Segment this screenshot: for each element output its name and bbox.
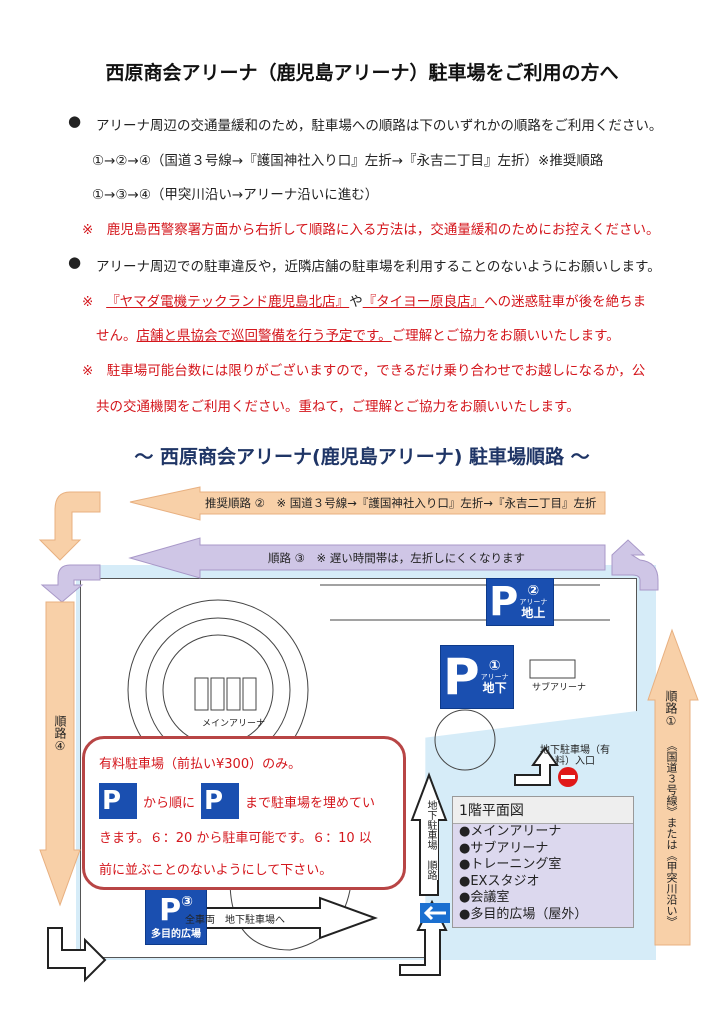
p-small: アリーナ <box>519 598 548 607</box>
t: ご理解とご協力をお願いいたします。 <box>391 328 620 344</box>
p1-mini-icon: P <box>99 783 137 819</box>
p-letter: P <box>489 579 519 625</box>
store-1: 『ヤマダ電機テックランド鹿児島北店』 <box>106 294 350 310</box>
warning-stores: ※ 『ヤマダ電機テックランド鹿児島北店』や『タイヨー原良店』への迷惑駐車が後を絶… <box>82 290 646 310</box>
p-label: 多目的広場 <box>151 928 201 940</box>
route-1-label: 順路① <box>664 690 678 728</box>
p-small: アリーナ <box>480 673 509 682</box>
p-letter: P <box>159 892 182 928</box>
route-arrows <box>38 486 699 983</box>
mark: ※ <box>82 294 94 310</box>
map-subtitle: ～ 西原商会アリーナ(鹿児島アリーナ) 駐車場順路 ～ <box>134 446 590 468</box>
floor-legend: 1階平面図 ●メインアリーナ ●サブアリーナ ●トレーニング室 ●EXスタジオ … <box>452 796 634 928</box>
bullet2-text: アリーナ周辺での駐車違反や，近隣店舗の駐車場を利用することのないようにお願いしま… <box>96 259 661 275</box>
warning-capacity-2: 共の交通機関をご利用ください。重ねて，ご理解とご協力をお願いいたします。 <box>96 399 580 415</box>
route-1-desc: 《国道３号線》または《甲突川沿い》 <box>665 740 678 927</box>
legend-item: ●多目的広場（屋外） <box>459 906 588 922</box>
arrow-route-4 <box>39 601 81 907</box>
p-info: ② アリーナ 地上 <box>519 582 548 620</box>
legend-item: ●会議室 <box>459 890 510 905</box>
parking-p1: P ① アリーナ 地下 <box>440 645 514 709</box>
route-b: ①→③→④（甲突川沿い→アリーナ沿いに進む） <box>92 187 379 203</box>
sub-arena-label: サブアリーナ <box>532 683 587 693</box>
parking-p2: P ② アリーナ 地上 <box>486 578 554 626</box>
arrow-curve-purple-left <box>40 564 101 603</box>
arrow-corner-bl <box>47 927 107 983</box>
arrow-curve-orange <box>38 491 101 561</box>
p-label: 地上 <box>521 605 546 620</box>
note-line-2: P から順に P まで駐車場を埋めてい <box>99 783 375 819</box>
route-a: ①→②→④（国道３号線→『護国神社入り口』左折→『永吉二丁目』左折）※推奨順路 <box>92 153 604 169</box>
warning-stores-2: せん。店舗と県協会で巡回警備を行う予定です。ご理解とご協力をお願いいたします。 <box>96 324 620 344</box>
t: 店舗と県協会で巡回警備を行う予定です。 <box>136 328 392 344</box>
legend-item: ●EXスタジオ <box>459 873 540 889</box>
p-letter: P <box>443 648 480 706</box>
parking-p3: P ③ 多目的広場 <box>145 889 207 945</box>
note-line-4: 前に並ぶことのないようにして下さい。 <box>99 863 333 878</box>
note-line-1: 有料駐車場（前払い¥300）のみ。 <box>99 757 302 772</box>
bullet: ● <box>68 253 82 271</box>
p-top: P ③ <box>159 892 193 928</box>
t: せん。 <box>96 328 137 344</box>
note-to: まで駐車場を埋めてい <box>245 795 376 811</box>
route-4-label: 順路④ <box>53 715 67 753</box>
arrow-route-3 <box>128 537 606 579</box>
underground-route-label: 地下駐車場 順路 <box>423 800 438 880</box>
p-info: ① アリーナ 地下 <box>480 657 509 695</box>
route-3-label: 順路 ③ ※ 遅い時間帯は，左折しにくくなります <box>268 551 526 565</box>
legend-item: ●メインアリーナ <box>459 824 562 839</box>
legend-title: 1階平面図 <box>453 797 633 824</box>
legend-item: ●サブアリーナ <box>459 840 549 856</box>
p-label: 地下 <box>482 680 507 695</box>
paid-parking-note: 有料駐車場（前払い¥300）のみ。 P から順に P まで駐車場を埋めてい きま… <box>82 736 406 890</box>
arrow-entrance <box>514 746 559 786</box>
arrow-route-1 <box>647 628 699 946</box>
legend-item: ●トレーニング室 <box>459 857 562 872</box>
page-title: 西原商会アリーナ（鹿児島アリーナ）駐車場をご利用の方へ <box>105 62 619 84</box>
note-from: から順に <box>143 795 196 811</box>
bottom-arrow-label: 全車両 地下駐車場へ <box>185 915 285 926</box>
warning-capacity: ※ 駐車場可能台数には限りがございますので，できるだけ乗り合わせでお越しになるか… <box>82 363 646 379</box>
arrow-route-2 <box>129 486 606 521</box>
p-num: ① <box>488 657 501 674</box>
underground-entrance-label: 地下駐車場（有料）入口 <box>540 745 610 767</box>
store-2: 『タイヨー原良店』 <box>362 294 485 310</box>
main-arena-label: メインアリーナ <box>202 719 266 729</box>
end: への迷惑駐車が後を絶ちま <box>484 294 647 310</box>
bullet: ● <box>68 112 82 130</box>
note-line-3: きます。６：20 から駐車可能です。６：10 以 <box>99 831 372 846</box>
p-num: ② <box>527 582 540 599</box>
warning-right-turn: ※ 鹿児島西警察署方面から右折して順路に入る方法は，交通量緩和のためにお控えくだ… <box>82 222 660 238</box>
arrow-curve-purple-right <box>611 539 659 591</box>
bullet1-text: アリーナ周辺の交通量緩和のため，駐車場への順路は下のいずれかの順路をご利用くださ… <box>96 118 663 134</box>
p3-mini-icon: P <box>201 783 240 819</box>
route-2-label: 推奨順路 ② ※ 国道３号線→『護国神社入り口』左折→『永吉二丁目』左折 <box>205 496 597 510</box>
mid: や <box>349 294 363 310</box>
p-num: ③ <box>181 893 193 910</box>
